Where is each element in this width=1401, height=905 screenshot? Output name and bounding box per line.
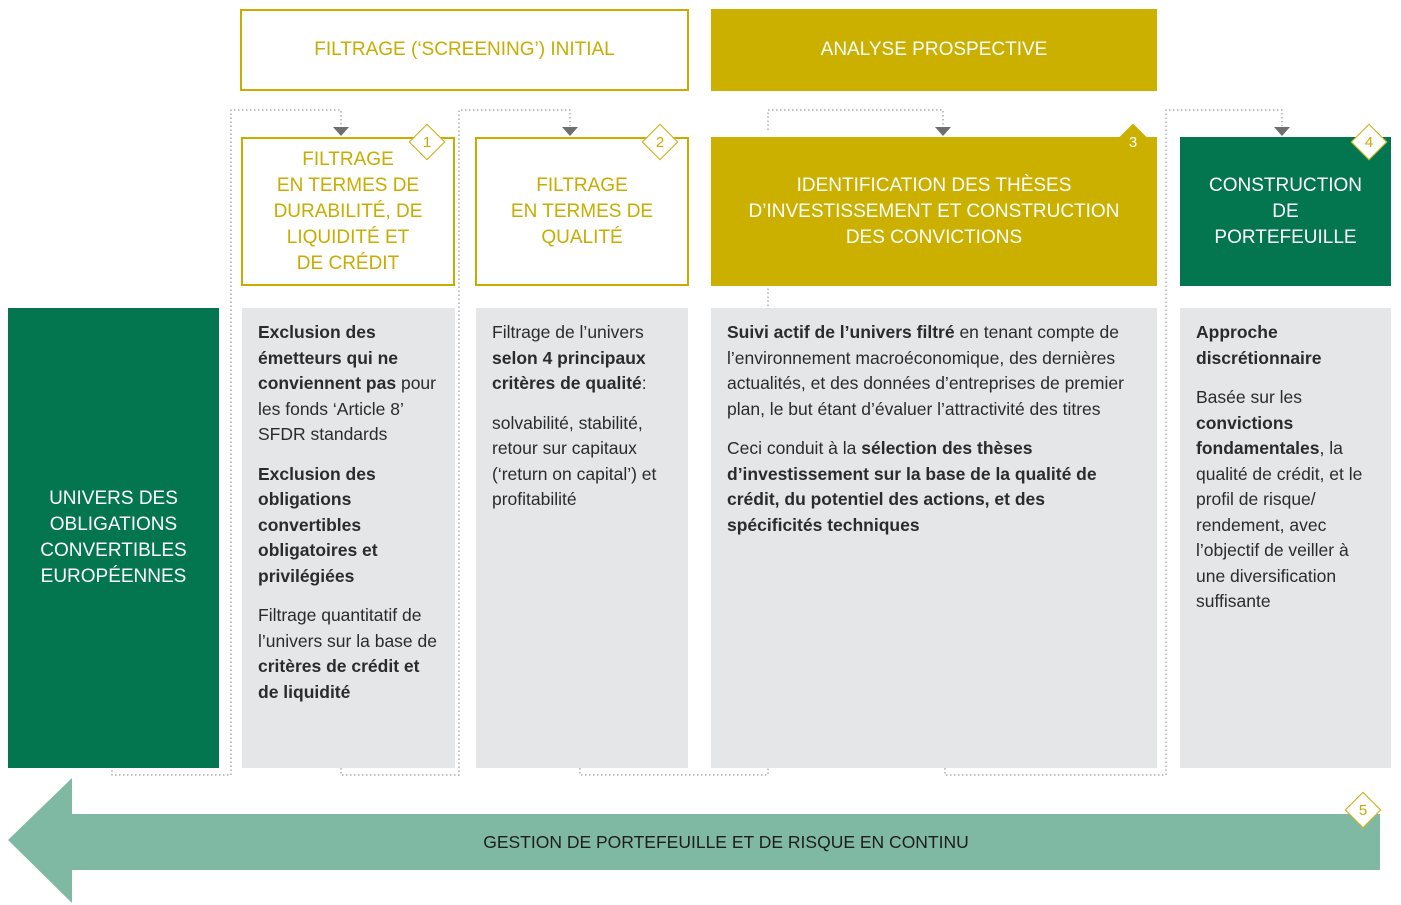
step-5-number: 5 (1358, 801, 1368, 819)
panel-3-b-text: Ceci conduit à la (727, 438, 862, 458)
panel-1-para-c: Filtrage quantitatif de l’univers sur la… (258, 603, 443, 705)
connector-2 (340, 109, 571, 776)
panel-1-b-bold: Exclusion des obligations convertibles o… (258, 463, 378, 586)
panel-1-c-bold: critères de crédit et de liquidité (258, 656, 420, 702)
panel-1: Exclusion des émetteurs qui ne convienne… (242, 308, 455, 768)
univers-label: UNIVERS DES OBLIGATIONS CONVERTIBLES EUR… (40, 488, 187, 587)
panel-2-para-a: Filtrage de l’univers selon 4 principaux… (492, 320, 676, 397)
step-4-box: CONSTRUCTION DE PORTEFEUILLE (1180, 137, 1391, 286)
connector-1 (111, 109, 342, 776)
arrowhead-3 (935, 127, 951, 136)
step-3-number: 3 (1128, 133, 1138, 151)
panel-3-para-b: Ceci conduit à la sélection des thèses d… (727, 436, 1145, 538)
panel-1-a-rest: pour les fonds ‘Article 8’ SFDR standard… (258, 373, 436, 444)
panel-3-a-rest: en tenant compte de l’environnement macr… (727, 322, 1124, 419)
connector-3-top (767, 109, 944, 130)
arrowhead-2 (562, 127, 578, 136)
step-4-title: CONSTRUCTION DE PORTEFEUILLE (1208, 174, 1363, 248)
panel-3: Suivi actif de l’univers filtré en tenan… (711, 308, 1157, 768)
step-4-number: 4 (1364, 133, 1374, 151)
panel-4: Approche discrétionnaire Basée sur les c… (1180, 308, 1391, 768)
bottom-arrow-label-box: GESTION DE PORTEFEUILLE ET DE RISQUE EN … (72, 814, 1380, 870)
step-3-title: IDENTIFICATION DES THÈSES D’INVESTISSEME… (748, 174, 1120, 248)
step-1-box: FILTRAGE EN TERMES DE DURABILITÉ, DE LIQ… (241, 137, 455, 286)
header-prospective-label: ANALYSE PROSPECTIVE (820, 39, 1048, 60)
panel-1-para-b: Exclusion des obligations convertibles o… (258, 462, 443, 590)
arrowhead-1 (333, 127, 349, 136)
panel-4-a-bold: Approche discrétionnaire (1196, 322, 1322, 368)
panel-3-para-a: Suivi actif de l’univers filtré en tenan… (727, 320, 1145, 422)
bottom-arrow-label: GESTION DE PORTEFEUILLE ET DE RISQUE EN … (483, 831, 969, 852)
panel-2: Filtrage de l’univers selon 4 principaux… (476, 308, 688, 768)
panel-3-a-bold: Suivi actif de l’univers filtré (727, 322, 955, 342)
step-1-title: FILTRAGE EN TERMES DE DURABILITÉ, DE LIQ… (273, 148, 423, 274)
bottom-arrow-shape (8, 778, 1380, 903)
panel-2-b-text: solvabilité, stabilité, retour sur capit… (492, 412, 657, 510)
header-screening: FILTRAGE (‘SCREENING’) INITIAL (240, 9, 689, 91)
panel-1-a-bold: Exclusion des émetteurs qui ne convienne… (258, 322, 399, 393)
step-3-box: IDENTIFICATION DES THÈSES D’INVESTISSEME… (711, 137, 1157, 286)
connector-4 (944, 109, 1283, 776)
bottom-arrow (8, 778, 1380, 903)
panel-4-b-rest: , la qualité de crédit, et le profil de … (1196, 438, 1363, 611)
panel-1-c-text: Filtrage quantitatif de l’univers sur la… (258, 605, 437, 651)
panel-4-b-bold: convictions fondamentales (1196, 412, 1320, 459)
panel-2-a-end: : (641, 373, 647, 393)
step-2-box: FILTRAGE EN TERMES DE QUALITÉ (475, 137, 689, 286)
panel-4-para-a: Approche discrétionnaire (1196, 320, 1379, 371)
header-screening-label: FILTRAGE (‘SCREENING’) INITIAL (314, 39, 615, 60)
panel-3-b-bold: sélection des thèses d’investissement su… (727, 438, 1097, 535)
step-2-title: FILTRAGE EN TERMES DE QUALITÉ (510, 174, 654, 248)
panel-2-a-text: Filtrage de l’univers (492, 322, 644, 342)
panel-1-para-a: Exclusion des émetteurs qui ne convienne… (258, 320, 443, 448)
arrowhead-4 (1274, 127, 1290, 136)
univers-box: UNIVERS DES OBLIGATIONS CONVERTIBLES EUR… (8, 308, 219, 768)
header-prospective: ANALYSE PROSPECTIVE (711, 9, 1157, 91)
step-1-number: 1 (422, 133, 432, 151)
panel-4-para-b: Basée sur les convictions fondamentales,… (1196, 385, 1379, 615)
panel-2-a-bold: selon 4 principaux critères de qualité (492, 347, 646, 394)
panel-4-b-text: Basée sur les (1196, 387, 1303, 407)
step-2-number: 2 (655, 133, 665, 151)
panel-2-para-b: solvabilité, stabilité, retour sur capit… (492, 411, 676, 513)
